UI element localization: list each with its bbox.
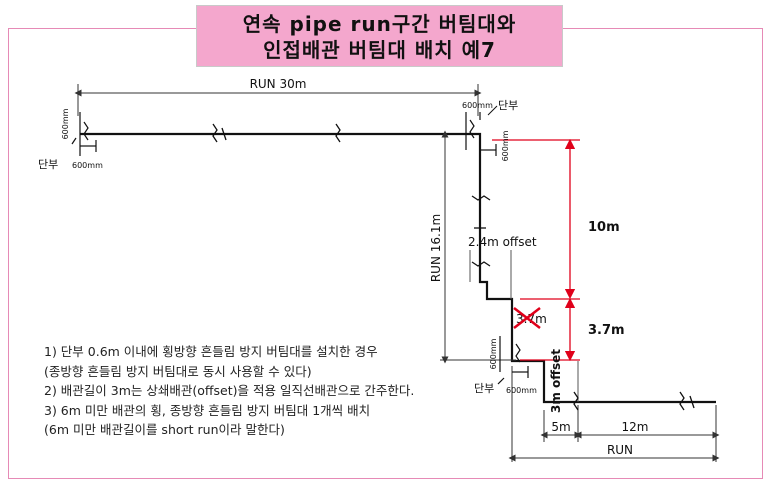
note-line: (6m 미만 배관길이를 short run이라 말한다) xyxy=(44,422,285,437)
corner-600mm-side: 600mm xyxy=(501,130,510,161)
dim-10m-arrow xyxy=(492,138,580,300)
brace-mark xyxy=(212,123,218,143)
run-16-1m-dimension xyxy=(440,130,516,364)
brace-mark xyxy=(679,391,685,411)
bottom-run-braces xyxy=(573,391,695,411)
corner-600mm-top: 600mm xyxy=(462,101,493,110)
lower-600mm-horizontal: 600mm xyxy=(506,386,537,395)
run-bottom-label: RUN xyxy=(607,443,633,457)
note-line: 3) 6m 미만 배관의 횡, 종방향 흔들림 방지 버팀대 1개씩 배치 xyxy=(44,402,371,418)
lower-600mm-vertical: 600mm xyxy=(489,338,498,369)
note-line: (종방향 흔들림 방지 버팀대로 동시 사용할 수 있다) xyxy=(44,363,312,379)
run-30m-dimension xyxy=(74,84,482,116)
left-600mm-horizontal: 600mm xyxy=(72,161,103,170)
run-30m-label: RUN 30m xyxy=(250,77,307,91)
note-line: 1) 단부 0.6m 이내에 횡방향 흔들림 방지 버팀대를 설치한 경우 xyxy=(44,344,378,359)
corner-danbu-label: 단부 xyxy=(498,99,518,112)
brace-mark xyxy=(689,395,695,409)
bottom-dimensions xyxy=(508,366,720,462)
brace-mark xyxy=(335,123,341,143)
title-line-2: 인접배관 버팀대 배치 예7 xyxy=(263,38,496,62)
title-box: 연속 pipe run구간 버팀대와 인접배관 버팀대 배치 예7 xyxy=(196,5,563,67)
pipe-line xyxy=(80,132,716,404)
left-600mm-vertical: 600mm xyxy=(61,108,70,139)
offset-3m-label: 3m offset xyxy=(549,349,563,413)
brace-mark xyxy=(471,195,491,201)
left-end-brace xyxy=(71,112,97,156)
brace-mark xyxy=(471,261,491,267)
left-danbu-label: 단부 xyxy=(38,158,58,171)
corner-danbu-leader xyxy=(487,105,498,116)
brace-mark xyxy=(573,391,579,411)
dim-3-7m-label: 3.7m xyxy=(588,323,625,338)
dim-5m-label: 5m xyxy=(551,420,570,434)
dim-3-7m-arrow xyxy=(520,297,580,362)
dim-10m-label: 10m xyxy=(588,220,620,235)
cross-out-mark xyxy=(513,307,541,329)
brace-mark xyxy=(221,127,227,141)
vertical-run-braces xyxy=(471,195,491,267)
title-line-1: 연속 pipe run구간 버팀대와 xyxy=(242,12,517,36)
lower-offset-brace xyxy=(497,336,529,385)
pipe-route xyxy=(80,132,716,404)
lower-danbu-label: 단부 xyxy=(474,382,494,395)
corner-brace xyxy=(465,112,497,156)
offset-2-4m-leader xyxy=(469,250,512,299)
dim-12m-label: 12m xyxy=(622,420,649,434)
run-16-1m-label: RUN 16.1m xyxy=(429,214,443,282)
note-line: 2) 배관길이 3m는 상쇄배관(offset)을 적용 일직선배관으로 간주한… xyxy=(44,383,415,398)
offset-2-4m-label: 2.4m offset xyxy=(468,235,537,249)
top-run-braces xyxy=(212,123,341,143)
notes-block: 1) 단부 0.6m 이내에 횡방향 흔들림 방지 버팀대를 설치한 경우 (종… xyxy=(44,342,464,440)
